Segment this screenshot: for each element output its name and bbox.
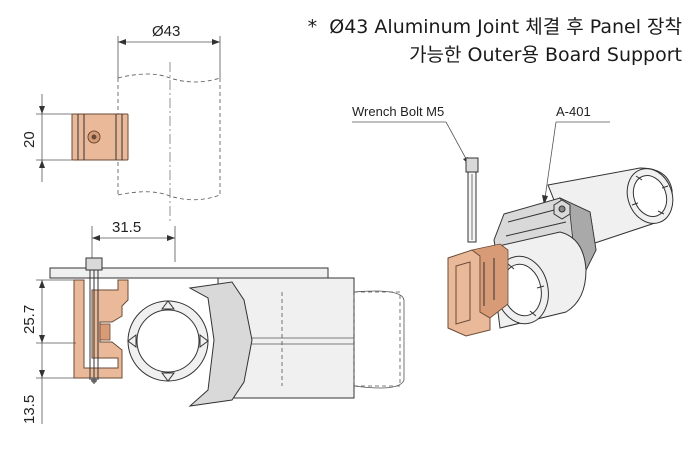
dim-diameter: Ø43: [152, 23, 180, 40]
dim-height: 20: [21, 131, 38, 148]
spec-note-line-1: * Ø43 Aluminum Joint 체결 후 Panel 장착: [308, 12, 682, 39]
note-text-2: 가능한 Outer용 Board Support: [409, 44, 682, 66]
isometric-view: Wrench Bolt M5 A-401: [352, 104, 674, 337]
note-marker: *: [307, 16, 318, 38]
dim-height-upper: 25.7: [21, 305, 38, 334]
dim-height-lower: 13.5: [21, 395, 38, 424]
spec-note-line-2: 가능한 Outer용 Board Support: [409, 40, 682, 67]
note-text-1: Ø43 Aluminum Joint 체결 후 Panel 장착: [329, 16, 682, 38]
label-wrench-bolt: Wrench Bolt M5: [352, 104, 444, 119]
label-part-a401: A-401: [556, 104, 591, 119]
section-view: 31.5 25.7 13.5: [21, 219, 405, 424]
tube-side-view: Ø43 20: [21, 23, 221, 222]
dim-offset: 31.5: [112, 219, 141, 236]
